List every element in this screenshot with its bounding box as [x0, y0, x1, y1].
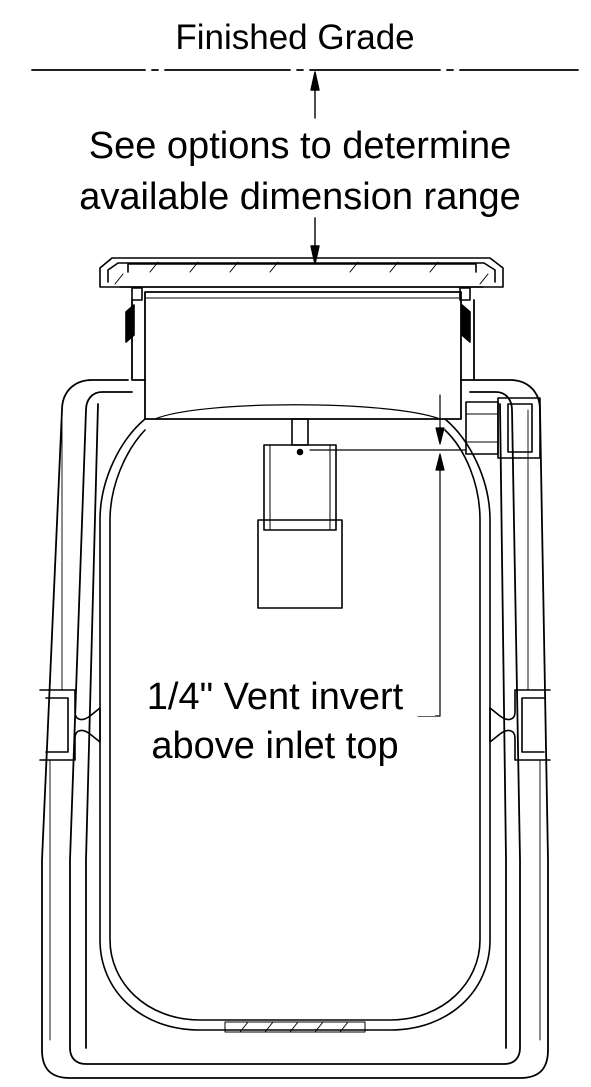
options-note-line1: See options to determine	[50, 127, 550, 165]
finished-grade-label: Finished Grade	[120, 20, 470, 55]
vent-dimension	[309, 394, 467, 717]
tank-body	[41, 379, 549, 1079]
vent-invert-note-line2: above inlet top	[115, 727, 435, 765]
riser-box	[131, 291, 475, 420]
vent-fitting	[465, 397, 541, 459]
side-ribs	[39, 409, 551, 1041]
lid-frame	[99, 257, 504, 343]
tank-cavity	[99, 404, 491, 1033]
options-dimension-arrows	[310, 71, 320, 265]
options-note-line2: available dimension range	[50, 178, 550, 216]
vent-invert-note-line1: 1/4" Vent invert	[115, 678, 435, 716]
filter-assembly	[257, 418, 343, 609]
